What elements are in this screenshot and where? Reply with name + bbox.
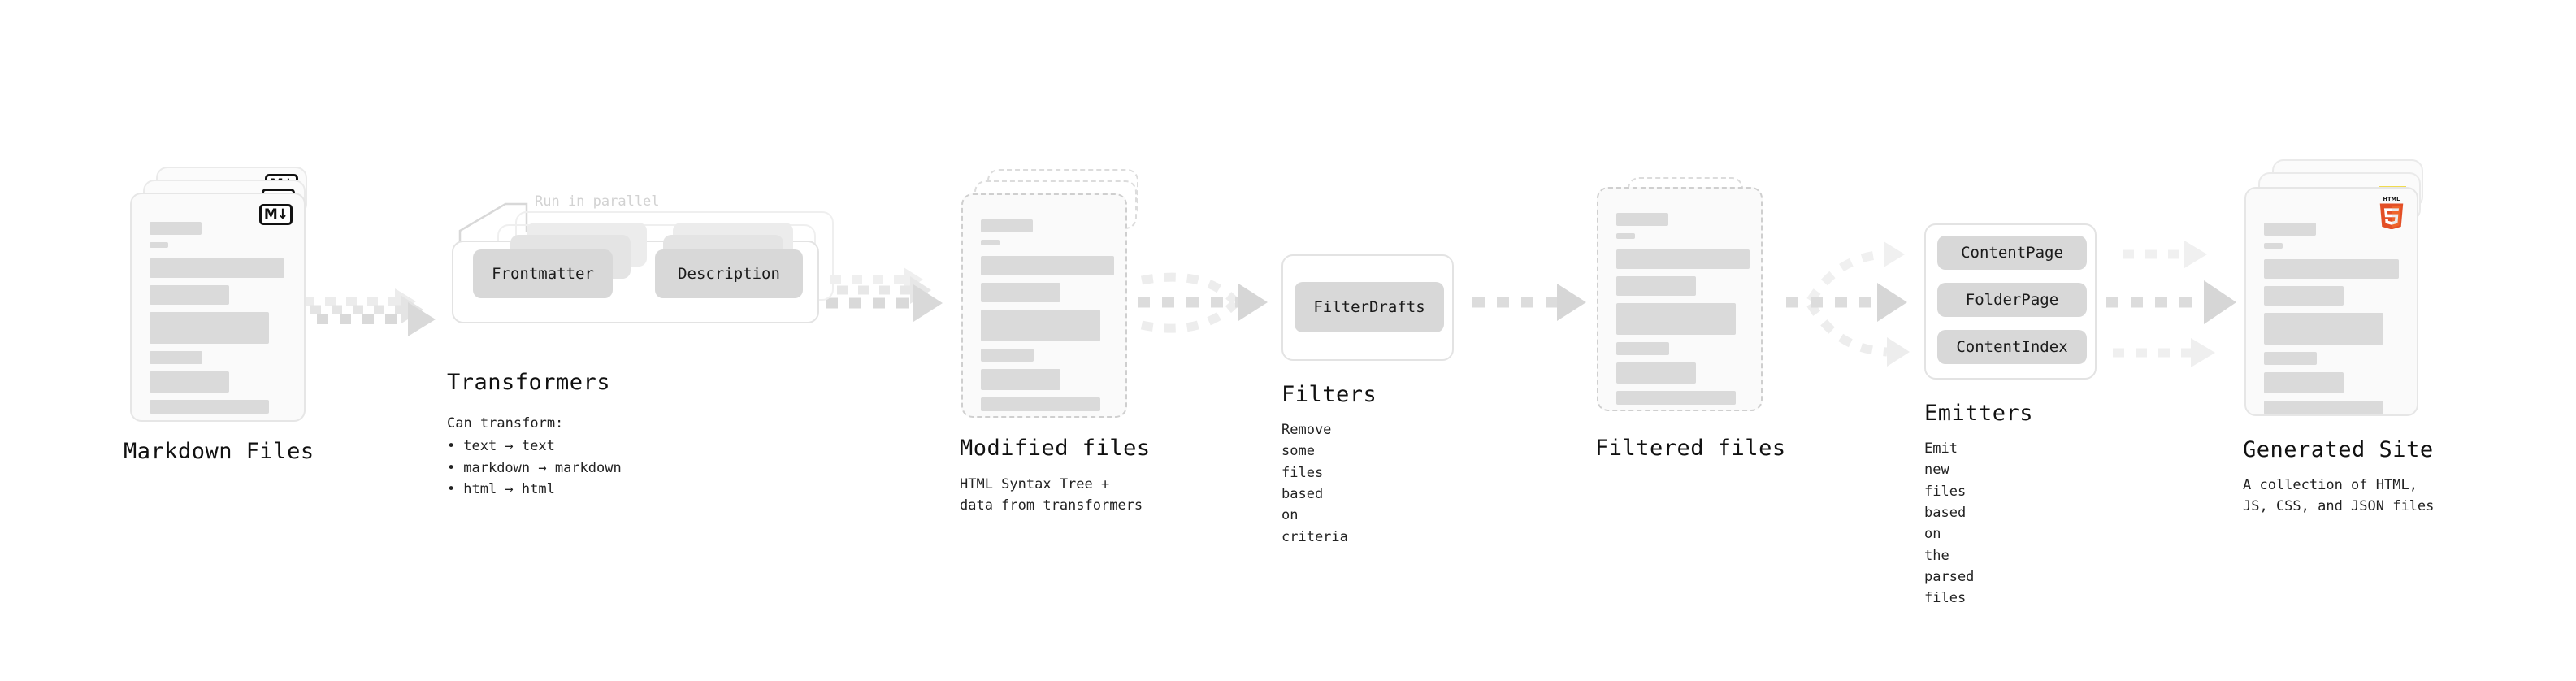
- markdown-card-front: M↓: [130, 193, 306, 422]
- stage-filtered-files: Filtered files: [1595, 177, 1785, 461]
- chip-contentpage[interactable]: ContentPage: [1937, 236, 2087, 270]
- markdown-files-title: Markdown Files: [124, 439, 314, 464]
- modified-files-subtitle: HTML Syntax Tree + data from transformer…: [960, 476, 1143, 514]
- stage-generated-site: CSS HTML: [2243, 159, 2439, 514]
- markdown-card-stack: M↓ M↓ M↓: [130, 167, 317, 427]
- generated-card-stack: CSS HTML: [2244, 159, 2439, 427]
- modified-card-front: [961, 193, 1127, 418]
- connector-transformers-to-modified: [826, 267, 943, 322]
- filters-subtitle: Remove some files based on criteria: [1281, 422, 1348, 545]
- generated-site-subtitle: A collection of HTML, JS, CSS, and JSON …: [2243, 477, 2435, 515]
- markdown-card-skeleton: [150, 222, 286, 421]
- connector-modified-to-filters: [1138, 272, 1268, 333]
- chip-description[interactable]: Description: [655, 249, 803, 298]
- html5-logo-svg: HTML: [2379, 196, 2404, 230]
- connector-filtered-to-emitters: [1786, 241, 1910, 367]
- generated-site-title: Generated Site: [2243, 437, 2434, 462]
- modified-files-title: Modified files: [960, 436, 1151, 461]
- chip-filterdrafts[interactable]: FilterDrafts: [1295, 282, 1444, 332]
- transformers-lead: Can transform:: [447, 415, 564, 432]
- chip-frontmatter[interactable]: Frontmatter: [473, 249, 613, 298]
- filters-title: Filters: [1281, 382, 1377, 407]
- stage-modified-files: Modified files HTML Syntax Tree + data f…: [960, 169, 1150, 514]
- run-in-parallel-note: Run in parallel: [535, 193, 660, 210]
- modified-card-skeleton: [981, 219, 1114, 419]
- generated-card-front: HTML: [2244, 187, 2418, 416]
- generated-card-skeleton: [2264, 223, 2399, 422]
- filtered-card-stack: [1597, 177, 1784, 437]
- transformers-bullet-0: text → text: [447, 436, 622, 457]
- filtered-card-skeleton: [1616, 213, 1750, 412]
- transformers-bullet-1: markdown → markdown: [447, 458, 621, 479]
- transformers-box-front: Frontmatter Description: [452, 223, 819, 323]
- svg-text:HTML: HTML: [2383, 196, 2400, 202]
- markdown-badge-front: M↓: [259, 204, 293, 225]
- filters-box: FilterDrafts: [1281, 254, 1454, 361]
- filtered-card-front: [1597, 187, 1763, 411]
- chip-folderpage[interactable]: FolderPage: [1937, 283, 2087, 317]
- html5-badge: HTML: [2377, 195, 2406, 230]
- emitters-box: ContentPage FolderPage ContentIndex: [1924, 223, 2097, 380]
- chip-contentindex[interactable]: ContentIndex: [1937, 330, 2087, 364]
- connector-markdown-to-transformers: [304, 288, 436, 336]
- transformers-capabilities: Can transform: text → text markdown → ma…: [447, 413, 622, 500]
- transformers-bullet-2: html → html: [447, 479, 622, 500]
- connector-filters-to-filtered: [1472, 284, 1586, 321]
- emitters-subtitle: Emit new files based on the parsed files: [1924, 440, 1975, 607]
- connector-emitters-to-site: [2106, 241, 2236, 367]
- transformers-title: Transformers: [447, 370, 611, 395]
- stage-markdown-files: M↓ M↓ M↓ Markdown Files: [124, 167, 317, 464]
- modified-card-stack: [961, 169, 1148, 429]
- emitters-title: Emitters: [1924, 401, 2034, 426]
- filtered-files-title: Filtered files: [1595, 436, 1786, 461]
